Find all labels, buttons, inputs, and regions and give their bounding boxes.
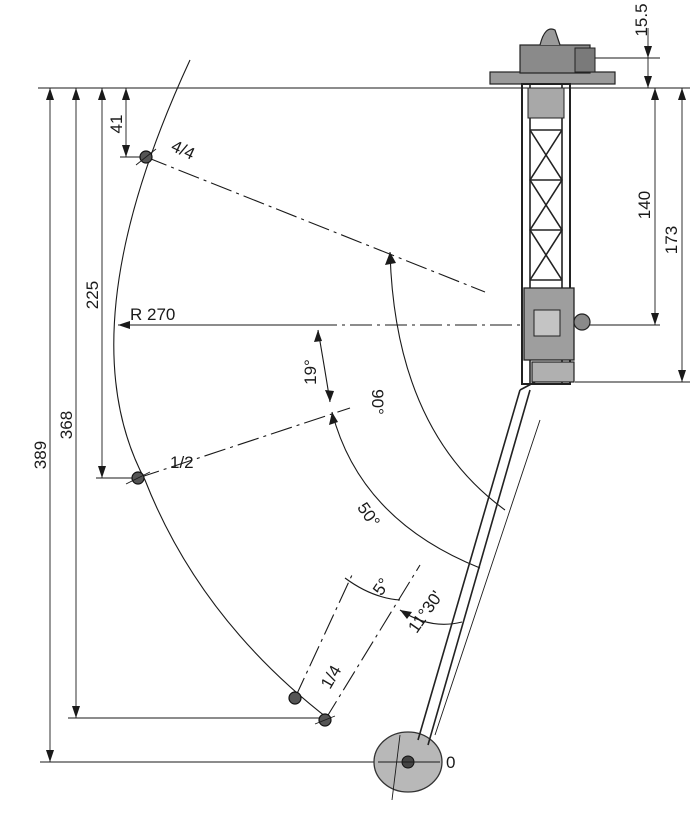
dimension-15-5: 15.5	[632, 3, 652, 88]
radial-line-half	[137, 407, 351, 479]
angle-arc-50	[331, 411, 481, 569]
position-marker-quarter-outer	[288, 691, 302, 705]
swing-arc	[113, 59, 331, 721]
radial-line-5deg	[294, 574, 353, 699]
position-zero-label: 0	[446, 753, 455, 772]
angle-arc-90	[389, 251, 506, 511]
angle-50-label: 50°	[353, 499, 383, 531]
dimension-368-label: 368	[57, 411, 76, 439]
dimension-41: 41	[107, 88, 130, 157]
radial-line-quarter	[324, 564, 421, 721]
angle-19-label: 19°	[301, 359, 320, 385]
dimension-368: 368	[57, 88, 80, 718]
dimension-173: 173	[662, 88, 686, 382]
position-half-label: 1/2	[170, 453, 194, 472]
radius-label: R 270	[130, 305, 175, 324]
position-full-label: 4/4	[168, 136, 197, 163]
dimension-389: 389	[31, 88, 54, 762]
angle-5-label: 5°	[369, 575, 394, 599]
dimension-41-label: 41	[107, 115, 126, 134]
radial-line-full	[145, 156, 486, 293]
angle-arc-5	[344, 577, 401, 601]
dimension-225-label: 225	[83, 281, 102, 309]
dimension-389-label: 389	[31, 441, 50, 469]
lever-mechanism	[489, 28, 616, 385]
dimension-140-label: 140	[635, 191, 654, 219]
dimension-140: 140	[635, 88, 659, 325]
dimension-225: 225	[83, 88, 106, 478]
extension-line	[434, 419, 541, 736]
connecting-arm	[417, 381, 536, 746]
angle-90-label: 90°	[368, 389, 387, 415]
position-quarter-label: 1/4	[317, 662, 345, 692]
dimension-15-5-label: 15.5	[632, 3, 651, 36]
dimension-173-label: 173	[662, 226, 681, 254]
radius-indicator: R 270	[118, 305, 315, 329]
